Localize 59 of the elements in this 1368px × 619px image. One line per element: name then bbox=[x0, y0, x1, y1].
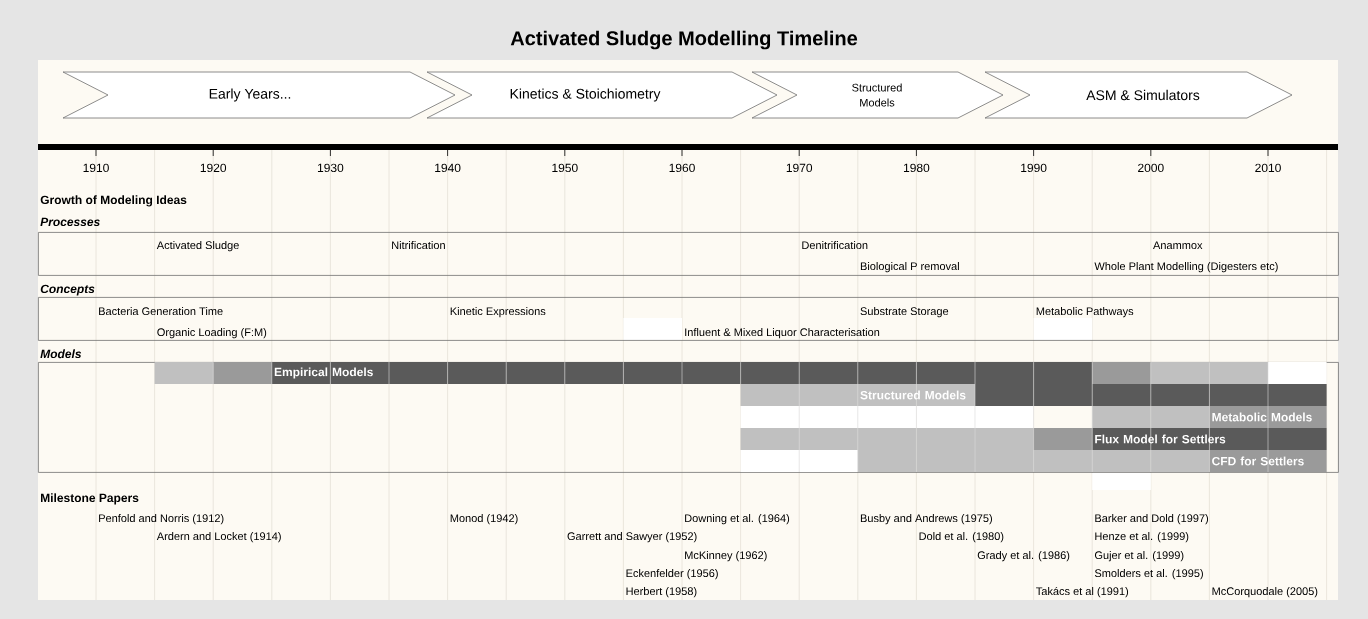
paper-reference: Takács et al (1991) bbox=[1036, 586, 1129, 598]
phase-banner: Structured Models bbox=[751, 71, 1004, 119]
paper-reference: Herbert (1958) bbox=[626, 587, 697, 598]
year-label: 1920 bbox=[200, 163, 227, 173]
title: Activated Sludge Modelling Timeline bbox=[510, 30, 858, 50]
paper-reference: Eckenfelder (1956) bbox=[626, 569, 718, 580]
concept-label: Metabolic Pathways bbox=[1036, 307, 1134, 318]
concept-label: Kinetic Expressions bbox=[450, 307, 546, 318]
year-label: 1950 bbox=[552, 163, 578, 173]
paper-reference: Ardern and Locket (1914) bbox=[156, 532, 281, 543]
year-label: 2000 bbox=[1138, 163, 1164, 173]
paper-reference: Dold et al. (1980) bbox=[919, 532, 1004, 543]
paper-reference: Henze et al. (1999) bbox=[1095, 532, 1189, 543]
section-heading: Concepts bbox=[40, 284, 95, 296]
paper-reference: Gujer et al. (1999) bbox=[1094, 551, 1184, 562]
paper-reference: Barker and Dold (1997) bbox=[1095, 514, 1209, 525]
paper-reference: Busby and Andrews (1975) bbox=[860, 514, 992, 525]
paper-reference: Grady et al. (1986) bbox=[977, 551, 1070, 562]
concept-label: Influent & Mixed Liquor Characterisation bbox=[685, 328, 880, 339]
paper-reference: Smolders et al. (1995) bbox=[1094, 569, 1203, 580]
section-heading: Models bbox=[40, 349, 82, 359]
paper-reference: Monod (1942) bbox=[450, 514, 518, 525]
process-label: Anammox bbox=[1153, 241, 1203, 250]
year-label: 1980 bbox=[903, 163, 930, 173]
model-bar: Empirical Models bbox=[154, 361, 1327, 385]
model-bar: Structured Models bbox=[740, 383, 1327, 407]
paper-reference: Penfold and Norris (1912) bbox=[99, 514, 224, 525]
year-label: 1970 bbox=[786, 163, 813, 173]
model-bar: CFD for Settlers bbox=[740, 449, 1327, 473]
node-label: Empirical Models bbox=[274, 367, 373, 379]
paper-reference: Downing et al. (1964) bbox=[685, 514, 790, 525]
process-label: Whole Plant Modelling (Digesters etc) bbox=[1094, 262, 1278, 273]
process-label: Denitrification bbox=[802, 241, 868, 250]
year-label: 1940 bbox=[435, 163, 461, 173]
concept-label: Bacteria Generation Time bbox=[99, 307, 223, 316]
section-heading: Processes bbox=[40, 217, 100, 227]
model-bar: Metabolic Models bbox=[740, 405, 1327, 429]
phase-banner: Kinetics & Stoichiometry bbox=[426, 71, 778, 119]
paper-reference: McCorquodale (2005) bbox=[1212, 587, 1318, 598]
concept-label: Organic Loading (F:M) bbox=[157, 328, 267, 339]
section-heading: Growth of Modeling Ideas bbox=[40, 195, 187, 207]
process-label: Nitrification bbox=[392, 241, 445, 250]
year-label: 1930 bbox=[317, 163, 344, 173]
node-label: Metabolic Models bbox=[1212, 412, 1312, 422]
model-bar: Flux Model for Settlers bbox=[740, 427, 1327, 451]
phase-banner: ASM & Simulators bbox=[984, 71, 1293, 119]
process-label: Activated Sludge bbox=[156, 241, 239, 252]
section-heading: Milestone Papers bbox=[41, 493, 139, 505]
node-label: Flux Model for Settlers bbox=[1095, 434, 1226, 444]
year-label: 1910 bbox=[83, 163, 109, 173]
paper-reference: Garrett and Sawyer (1952) bbox=[567, 532, 697, 543]
concept-label: Substrate Storage bbox=[860, 307, 949, 318]
paper-reference: McKinney (1962) bbox=[685, 551, 767, 562]
year-label: 1960 bbox=[669, 163, 695, 173]
year-label: 2010 bbox=[1255, 163, 1281, 173]
year-label: 1990 bbox=[1021, 163, 1047, 173]
node-label: CFD for Settlers bbox=[1212, 456, 1304, 466]
process-label: Biological P removal bbox=[860, 262, 959, 273]
node-label: Structured Models bbox=[860, 390, 966, 400]
